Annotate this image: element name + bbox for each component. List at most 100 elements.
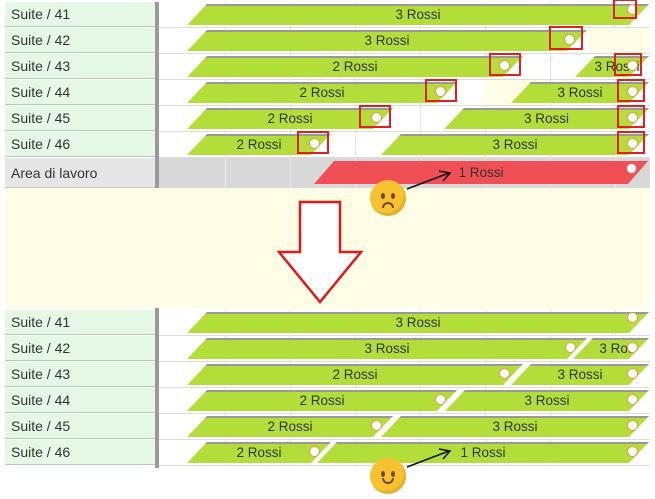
booking-label: 3 Rossi: [524, 393, 570, 408]
booking-handle-icon[interactable]: [435, 394, 446, 405]
highlight-box: [613, 0, 637, 19]
room-row: Suite / 45 2 Rossi 3 Rossi: [5, 414, 650, 440]
booking-handle-icon[interactable]: [627, 112, 638, 123]
booking-handle-icon[interactable]: [627, 312, 638, 323]
booking-handle-icon[interactable]: [309, 446, 320, 457]
booking-handle-icon[interactable]: [371, 112, 382, 123]
booking-handle-icon[interactable]: [435, 86, 446, 97]
room-track[interactable]: 2 Rossi 3 Rossi: [159, 131, 650, 158]
bottom-scheduler-panel: Suite / 41 3 Rossi Suite / 42 3 Rossi 3 …: [5, 308, 650, 468]
room-track[interactable]: 3 Rossi 3 Ros: [159, 336, 650, 362]
booking-bar[interactable]: 3 Rossi: [187, 4, 649, 25]
room-row: Suite / 41 3 Rossi: [5, 0, 650, 28]
booking-label: 3 Rossi: [364, 341, 410, 356]
booking-bar[interactable]: 3 Rossi: [187, 312, 649, 333]
booking-label: 2 Rossi: [236, 137, 282, 152]
work-area-booking[interactable]: 1 Rossi: [314, 161, 648, 184]
booking-bar[interactable]: 3 Rossi: [381, 134, 649, 155]
booking-bar[interactable]: 3 Rossi: [187, 30, 587, 51]
booking-bar[interactable]: 3 Rossi: [381, 416, 649, 437]
highlight-box: [614, 53, 642, 76]
booking-handle-icon[interactable]: [564, 34, 575, 45]
down-arrow-icon: [276, 200, 364, 304]
booking-label: 1 Rossi: [458, 165, 504, 180]
booking-label: 2 Rossi: [332, 367, 378, 382]
column-separator: [155, 2, 159, 188]
room-track[interactable]: 2 Rossi 3 Rossi: [159, 362, 650, 388]
booking-bar[interactable]: 2 Rossi: [187, 416, 393, 437]
booking-bar[interactable]: 3 Rossi: [445, 390, 649, 411]
booking-handle-icon[interactable]: [627, 4, 638, 15]
highlight-box: [425, 79, 457, 102]
booking-bar[interactable]: 2 Rossi: [187, 134, 331, 155]
room-track[interactable]: 3 Rossi: [159, 310, 650, 336]
room-track[interactable]: 2 Rossi 3 Rossi: [159, 105, 650, 132]
booking-bar[interactable]: 2 Rossi: [187, 82, 457, 103]
booking-handle-icon[interactable]: [627, 394, 638, 405]
room-track[interactable]: 2 Rossi 3 Rossi: [159, 388, 650, 414]
room-track[interactable]: 2 Rossi 3 Rossi: [159, 414, 650, 440]
room-label: Suite / 45: [5, 414, 155, 439]
booking-bar[interactable]: 3 Rossi: [511, 364, 649, 385]
booking-bar[interactable]: 3 Rossi: [444, 108, 649, 129]
room-row: Suite / 43 2 Rossi 3 Rossi: [5, 53, 650, 80]
booking-bar[interactable]: 3 Rossi: [187, 338, 587, 359]
room-label: Suite / 41: [5, 2, 155, 27]
booking-handle-icon[interactable]: [371, 420, 382, 431]
booking-handle-icon[interactable]: [626, 163, 637, 174]
booking-handle-icon[interactable]: [309, 138, 320, 149]
work-area-label: Area di lavoro: [5, 158, 155, 188]
booking-label: 3 Rossi: [364, 33, 410, 48]
booking-handle-icon[interactable]: [627, 446, 638, 457]
room-label: Suite / 46: [5, 440, 155, 465]
booking-bar[interactable]: 2 Rossi: [187, 364, 523, 385]
room-label: Suite / 43: [5, 54, 155, 79]
booking-label: 3 Rossi: [492, 137, 538, 152]
room-row: Suite / 45 2 Rossi 3 Rossi: [5, 105, 650, 132]
booking-bar[interactable]: 3 Rossi: [575, 56, 649, 77]
booking-label: 3 Rossi: [557, 367, 603, 382]
pointer-arrow-icon: [406, 448, 452, 468]
room-track[interactable]: 2 Rossi 3 Rossi: [159, 79, 650, 106]
booking-bar[interactable]: 2 Rossi: [187, 442, 331, 463]
booking-handle-icon[interactable]: [627, 342, 638, 353]
booking-bar[interactable]: 3 Ros: [573, 338, 649, 359]
pointer-arrow-icon: [406, 170, 452, 190]
highlight-box: [489, 53, 521, 76]
booking-bar[interactable]: 1 Rossi: [317, 442, 649, 463]
booking-bar[interactable]: 2 Rossi: [187, 108, 393, 129]
booking-handle-icon[interactable]: [627, 420, 638, 431]
sad-face-icon: [370, 180, 406, 216]
booking-handle-icon[interactable]: [499, 368, 510, 379]
booking-bar[interactable]: 2 Rossi: [187, 390, 457, 411]
room-track[interactable]: 2 Rossi 3 Rossi: [159, 53, 650, 80]
highlight-box: [549, 26, 583, 50]
booking-bar[interactable]: 2 Rossi: [187, 56, 523, 77]
column-separator: [155, 308, 159, 468]
booking-label: 2 Rossi: [236, 445, 282, 460]
highlight-box: [359, 105, 391, 128]
work-area-track[interactable]: 1 Rossi: [159, 158, 650, 189]
room-row: Suite / 44 2 Rossi 3 Rossi: [5, 79, 650, 106]
booking-handle-icon[interactable]: [565, 342, 576, 353]
booking-label: 2 Rossi: [267, 111, 313, 126]
room-track[interactable]: 3 Rossi: [159, 0, 650, 28]
booking-handle-icon[interactable]: [627, 138, 638, 149]
room-row: Suite / 42 3 Rossi: [5, 26, 650, 54]
room-track[interactable]: 2 Rossi 1 Rossi: [159, 440, 650, 466]
highlight-box: [617, 79, 645, 102]
booking-handle-icon[interactable]: [627, 368, 638, 379]
room-label: Suite / 42: [5, 336, 155, 361]
room-track[interactable]: 3 Rossi: [159, 26, 650, 54]
happy-face-icon: [370, 458, 406, 494]
room-row: Suite / 46 2 Rossi 1 Rossi: [5, 440, 650, 466]
work-area-row: Area di lavoro 1 Rossi: [5, 158, 650, 189]
booking-label: 2 Rossi: [299, 85, 345, 100]
booking-handle-icon[interactable]: [627, 60, 638, 71]
booking-bar[interactable]: 3 Rossi: [511, 82, 649, 103]
booking-handle-icon[interactable]: [627, 86, 638, 97]
room-label: Suite / 43: [5, 362, 155, 387]
booking-label: 2 Rossi: [299, 393, 345, 408]
room-label: Suite / 45: [5, 106, 155, 131]
booking-handle-icon[interactable]: [499, 60, 510, 71]
